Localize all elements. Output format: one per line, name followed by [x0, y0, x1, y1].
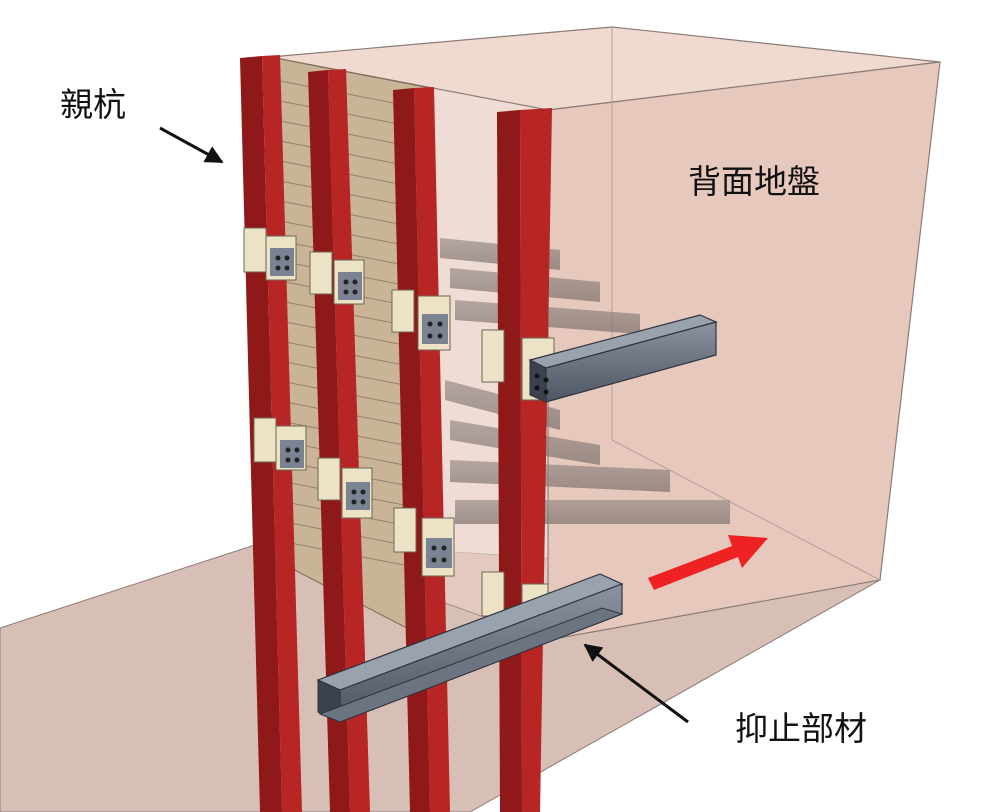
- restraint-member-label: 抑止部材: [735, 709, 867, 748]
- bracket: [253, 417, 307, 471]
- bracket: [393, 507, 455, 577]
- back-ground-label: 背面地盤: [688, 162, 820, 201]
- restraint-member-beam: [316, 573, 624, 723]
- soldier-pile-leader: [159, 126, 224, 164]
- movement-arrow: [648, 535, 768, 590]
- soldier-pile: [393, 87, 450, 812]
- bracket: [391, 289, 451, 351]
- restraint-member-leader: [583, 643, 689, 724]
- i-beam-upper: [528, 314, 718, 403]
- bracket: [243, 227, 297, 281]
- bracket: [317, 457, 373, 519]
- soldier-pile-label: 親杭: [60, 85, 126, 124]
- bracket: [309, 251, 365, 305]
- pile-brackets-lower: [253, 417, 549, 617]
